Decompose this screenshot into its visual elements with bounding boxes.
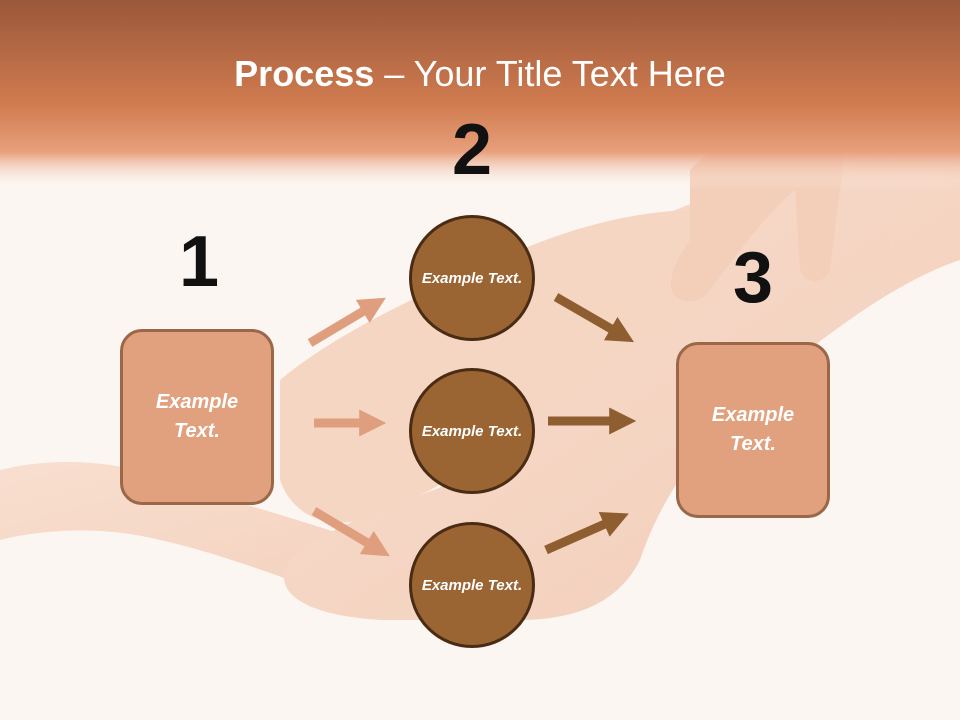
arrow-box1-to-circle-top [307,297,386,347]
slide-title: Process – Your Title Text Here [0,50,960,98]
title-bold: Process [234,53,375,94]
step-number-1: 1 [178,222,220,302]
arrow-circle-top-to-box3 [553,293,635,343]
step2-circle-bottom-text: Example Text. [421,576,523,594]
arrow-box1-to-circle-bottom [311,507,390,557]
step-number-3: 3 [732,238,774,318]
step3-text: Example Text. [711,404,795,455]
step1-text: Example Text. [155,391,239,442]
step1-box: Example Text. [120,329,274,505]
step2-circle-middle: Example Text. [409,368,535,494]
step-number-2: 2 [451,110,493,190]
arrow-circle-bottom-to-box3 [544,512,629,555]
title-rest: – Your Title Text Here [374,53,726,94]
step2-circle-middle-text: Example Text. [421,422,523,440]
step2-circle-bottom: Example Text. [409,522,535,648]
step3-box: Example Text. [676,342,830,518]
step2-circle-top: Example Text. [409,215,535,341]
step2-circle-top-text: Example Text. [421,269,523,287]
